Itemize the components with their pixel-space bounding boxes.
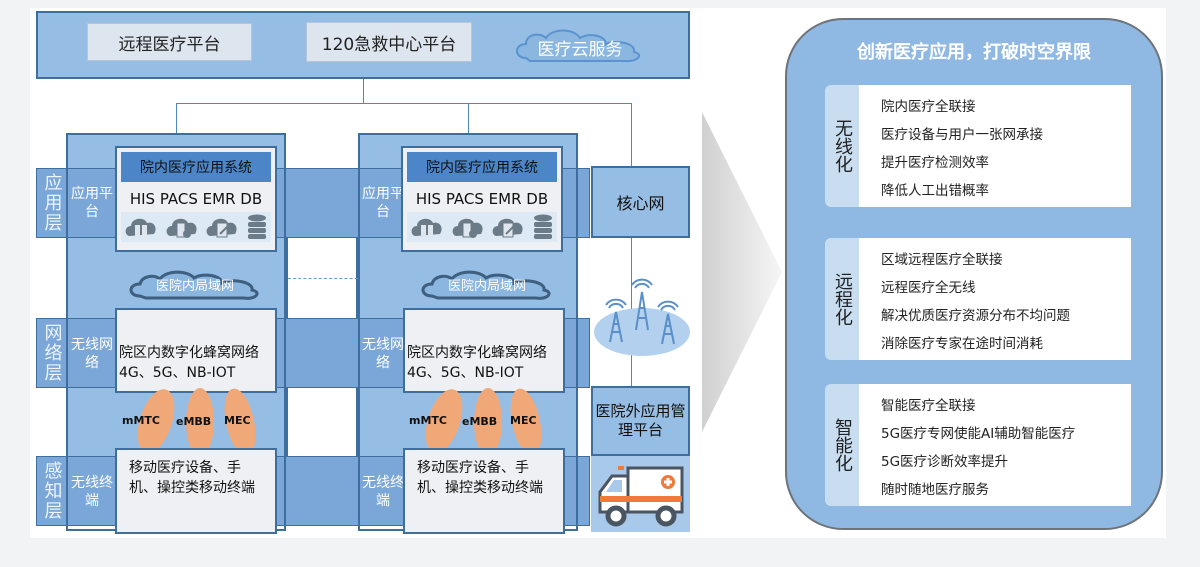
network-desc-line: 4G、5G、NB-IOT xyxy=(407,365,524,381)
network-layer-label: 网络层 xyxy=(41,323,63,383)
section-list-intelligent: 智能医疗全联接 5G医疗专网使能AI辅助智能医疗 5G医疗诊断效率提升 随时随地… xyxy=(859,384,1131,506)
feature-item: 区域远程医疗全联接 xyxy=(881,252,1003,268)
tech-embb: eMBB xyxy=(462,415,498,428)
application-layer-label: 应用层 xyxy=(41,173,63,233)
app-system-title: 院内医疗应用系统 xyxy=(407,152,557,182)
feature-item: 智能医疗全联接 xyxy=(881,398,976,414)
cloud-server-icon xyxy=(411,218,442,237)
section-list-remote: 区域远程医疗全联接 远程医疗全无线 解决优质医疗资源分布不均问题 消除医疗专家在… xyxy=(859,238,1131,360)
core-network-box[interactable]: 核心网 xyxy=(591,166,690,238)
app-platform-label: 应用平台 xyxy=(71,186,113,220)
cloud-document-icon xyxy=(206,218,237,238)
cloud-server-icon xyxy=(125,218,156,237)
connector-line xyxy=(468,103,469,133)
section-list-wireless: 院内医疗全联接 医疗设备与用户一张网承接 提升医疗检测效率 降低人工出错概率 xyxy=(859,85,1131,207)
cloud-device-icon xyxy=(166,218,197,238)
network-desc-line: 院区内数字化蜂窝网络 xyxy=(119,345,259,361)
cloud-document-icon xyxy=(492,218,523,238)
feature-item: 远程医疗全无线 xyxy=(881,280,976,296)
wireless-terminal-label: 无线终端 xyxy=(71,475,113,509)
connector-line xyxy=(363,79,364,103)
app-system-codes: HIS PACS EMR DB xyxy=(129,190,263,208)
emergency-center-platform[interactable]: 120急救中心平台 xyxy=(306,22,472,62)
feature-item: 解决优质医疗资源分布不均问题 xyxy=(881,308,1070,324)
network-desc-line: 4G、5G、NB-IOT xyxy=(119,365,236,381)
wireless-network-label: 无线网络 xyxy=(362,337,404,371)
feature-item: 随时随地医疗服务 xyxy=(881,482,989,498)
database-icon xyxy=(533,214,552,239)
remote-medical-platform[interactable]: 远程医疗平台 xyxy=(87,23,252,61)
arrow-shape xyxy=(702,112,782,432)
section-label-intelligent: 智能化 xyxy=(825,384,859,506)
cloud-icon xyxy=(516,29,641,63)
app-system-box[interactable]: 院内医疗应用系统 HIS PACS EMR DB xyxy=(115,146,277,252)
section-label-remote: 远程化 xyxy=(825,238,859,360)
section-label-wireless: 无线化 xyxy=(825,85,859,207)
tech-mec: MEC xyxy=(510,414,537,427)
feature-item: 院内医疗全联接 xyxy=(881,99,976,115)
lan-cloud-icon xyxy=(129,270,259,300)
tech-mmtc: mMTC xyxy=(122,414,160,427)
card-title: 创新医疗应用，打破时空界限 xyxy=(857,42,1091,63)
hospital-lan: 医院内局域网 xyxy=(155,278,234,294)
connector-line xyxy=(631,103,632,388)
app-platform-label: 应用平台 xyxy=(362,186,404,220)
ambulance-icon xyxy=(598,466,684,527)
app-system-title: 院内医疗应用系统 xyxy=(121,152,271,182)
feature-item: 医疗设备与用户一张网承接 xyxy=(881,127,1043,143)
mobile-devices-box[interactable]: 移动医疗设备、手机、操控类移动终端 xyxy=(403,448,565,534)
feature-item: 提升医疗检测效率 xyxy=(881,155,989,171)
cellular-network-box[interactable]: 院区内数字化蜂窝网络 4G、5G、NB-IOT xyxy=(403,308,565,393)
network-desc-line: 院区内数字化蜂窝网络 xyxy=(407,345,547,361)
perception-layer-label: 感知层 xyxy=(41,461,63,521)
feature-item: 消除医疗专家在途时间消耗 xyxy=(881,336,1043,352)
tech-mec: MEC xyxy=(224,414,251,427)
database-icon xyxy=(247,214,266,239)
feature-item: 降低人工出错概率 xyxy=(881,183,989,199)
medical-cloud-service: 医疗云服务 xyxy=(537,39,623,60)
column-gap xyxy=(286,388,358,456)
hospital-lan: 医院内局域网 xyxy=(447,278,526,294)
cloud-device-icon xyxy=(452,218,483,238)
feature-item: 5G医疗专网使能AI辅助智能医疗 xyxy=(881,426,1076,442)
external-app-platform[interactable]: 医院外应用管理平台 xyxy=(591,386,690,456)
app-system-codes: HIS PACS EMR DB xyxy=(415,190,549,208)
dashed-link xyxy=(288,278,368,279)
cellular-network-box[interactable]: 院区内数字化蜂窝网络 4G、5G、NB-IOT xyxy=(115,308,277,393)
tech-mmtc: mMTC xyxy=(409,414,447,427)
feature-item: 5G医疗诊断效率提升 xyxy=(881,454,1009,470)
lan-cloud-icon xyxy=(421,270,551,300)
cell-tower-icon xyxy=(594,278,690,356)
tech-embb: eMBB xyxy=(176,415,212,428)
tech-ellipse xyxy=(474,388,502,456)
app-system-box[interactable]: 院内医疗应用系统 HIS PACS EMR DB xyxy=(401,146,563,252)
wireless-terminal-label: 无线终端 xyxy=(362,475,404,509)
tech-ellipse xyxy=(186,388,214,456)
mobile-devices-box[interactable]: 移动医疗设备、手机、操控类移动终端 xyxy=(115,448,277,534)
connector-line xyxy=(176,103,177,133)
wireless-network-label: 无线网络 xyxy=(71,337,113,371)
connector-line xyxy=(176,103,631,104)
